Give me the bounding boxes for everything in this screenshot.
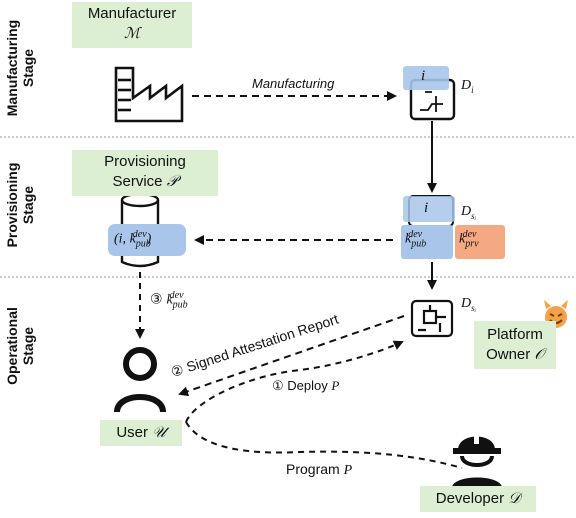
provisioning-service-line1: Provisioning [104,153,186,170]
deploy-text: Deploy [287,378,328,393]
developer-symbol: 𝒟 [508,491,521,507]
manufacturer-box: Manufacturer ℳ [72,2,192,48]
provisioning-service-box: Provisioning Service 𝒫 [72,150,218,196]
developer-icon [452,432,502,488]
platform-owner-box: Platform Owner 𝒪 [474,321,556,369]
user-icon [114,347,166,413]
user-symbol: 𝒰 [152,425,166,441]
manufacturing-edge-label: Manufacturing [252,76,335,91]
public-key-label: kpubdev [405,229,427,250]
user-label: User [116,424,148,441]
step3-key-sup: dev [169,290,184,301]
provisioned-chip-icon [401,195,505,259]
developer-label: Developer [435,490,505,507]
step3-edge-label: ③ kpubdev [150,290,188,310]
manufacturer-symbol: ℳ [123,26,141,42]
attestation-report-arrow [178,315,405,397]
deploy-edge-label: ① Deploy P [272,378,339,394]
device-label-di: Di [461,78,474,95]
platform-owner-line2: Owner [486,346,531,363]
factory-icon [114,66,184,123]
platform-owner-symbol: 𝒪 [534,347,544,363]
manufacturer-label: Manufacturer [87,5,177,22]
device-label-dsi-provisioned: Dsᵢ [461,204,477,221]
device-identity-label: i [421,68,426,84]
deploy-variable: P [331,378,340,393]
deploy-arrow [185,340,404,423]
platform-owner-line1: Platform [487,326,543,343]
user-box: User 𝒰 [100,420,182,446]
operational-chip-icon [410,299,454,338]
deploy-step-number: ① [272,378,284,393]
database-key-highlight [108,224,186,256]
database-tuple-label: (i, kpubdev) [114,229,152,250]
program-text: Program [286,461,340,477]
provisioning-service-symbol: 𝒫 [166,174,178,190]
program-variable: P [343,463,353,478]
developer-box: Developer 𝒟 [420,486,536,512]
program-edge-label: Program P [286,461,352,479]
provisioned-identity-label: i [424,200,429,216]
program-line [185,421,463,469]
provisioning-service-line2: Service [112,173,163,190]
device-chip-icon [403,66,456,121]
device-label-dsi-operational: Dsᵢ [461,296,477,313]
step3-key-sub: pub [172,299,188,311]
step3-key: k [166,292,173,308]
private-key-label: kprvdev [459,229,479,250]
step3-number: ③ [150,290,163,307]
